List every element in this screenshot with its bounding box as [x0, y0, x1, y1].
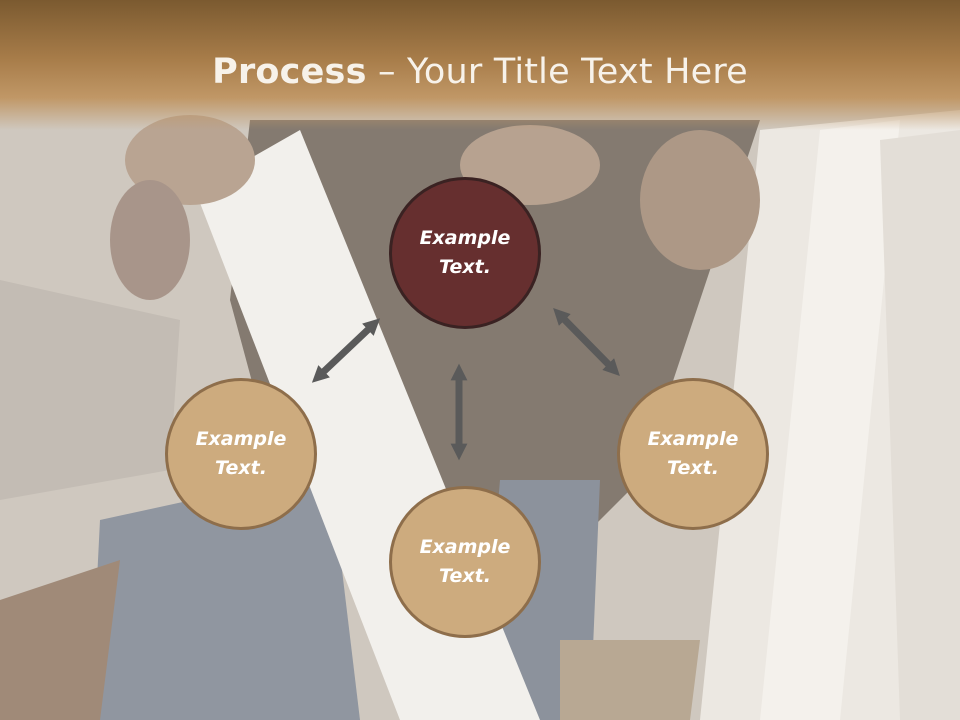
- node-bottom-line1: Example: [419, 536, 511, 558]
- arrow-top-left: [311, 318, 381, 383]
- node-right-line2: Text.: [667, 457, 719, 479]
- node-right: Example Text.: [617, 378, 769, 530]
- node-bottom: Example Text.: [389, 486, 541, 638]
- slide-title: Process – Your Title Text Here: [0, 52, 960, 92]
- title-bar: [0, 0, 960, 130]
- node-left-line2: Text.: [215, 457, 267, 479]
- node-right-line1: Example: [647, 428, 739, 450]
- title-rest: – Your Title Text Here: [366, 52, 748, 92]
- node-top: Example Text.: [389, 177, 541, 329]
- title-bold: Process: [212, 52, 367, 92]
- node-top-line1: Example: [419, 227, 511, 249]
- node-left: Example Text.: [165, 378, 317, 530]
- node-top-line2: Text.: [439, 256, 491, 278]
- arrow-top-right: [553, 308, 620, 376]
- node-left-line1: Example: [195, 428, 287, 450]
- node-bottom-line2: Text.: [439, 565, 491, 587]
